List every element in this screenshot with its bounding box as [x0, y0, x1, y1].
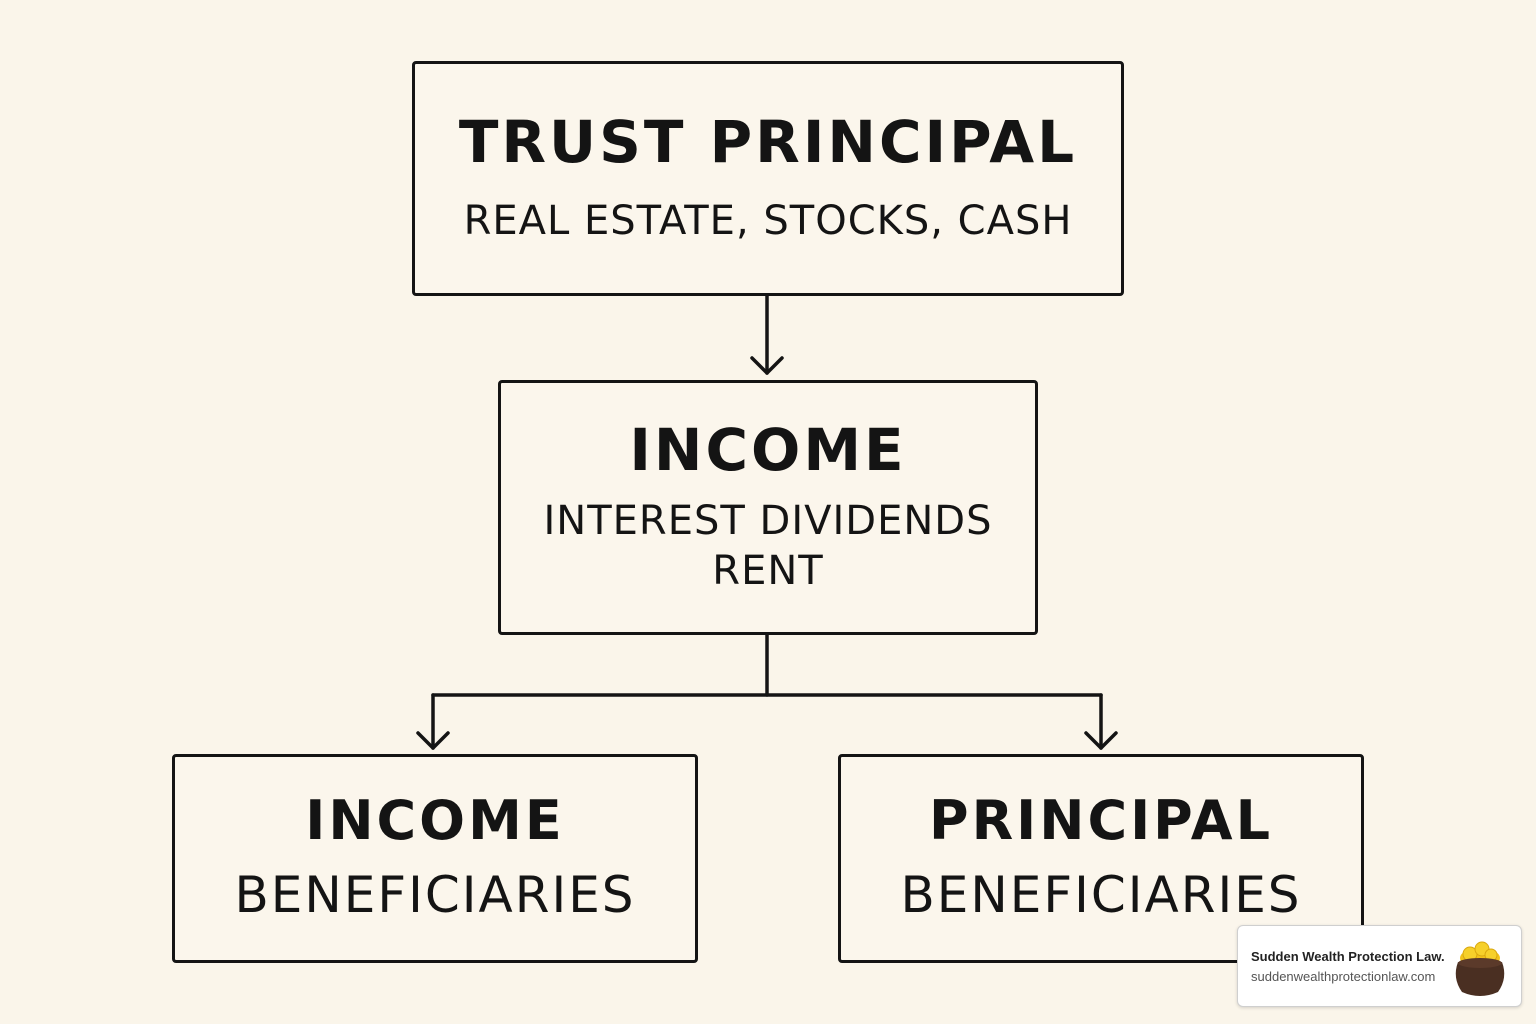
arrowhead-left: [416, 731, 450, 750]
arrowhead-income: [750, 356, 784, 375]
income-beneficiaries-title: INCOME: [305, 788, 565, 852]
watermark-name: Sudden Wealth Protection Law.: [1251, 949, 1445, 964]
income-beneficiaries-subtitle: BENEFICIARIES: [234, 865, 636, 924]
trust-principal-subtitle: REAL ESTATE, STOCKS, CASH: [463, 198, 1073, 245]
arrowhead-right: [1084, 731, 1118, 750]
trust-principal-box: TRUST PRINCIPAL REAL ESTATE, STOCKS, CAS…: [412, 61, 1124, 296]
pot-of-gold-icon: [1455, 941, 1505, 996]
principal-beneficiaries-box: PRINCIPAL BENEFICIARIES: [838, 754, 1364, 963]
watermark-badge[interactable]: Sudden Wealth Protection Law. suddenweal…: [1237, 925, 1522, 1007]
trust-principal-title: TRUST PRINCIPAL: [458, 107, 1078, 176]
income-box: INCOME INTEREST DIVIDENDS RENT: [498, 380, 1038, 635]
income-beneficiaries-box: INCOME BENEFICIARIES: [172, 754, 698, 963]
watermark-url[interactable]: suddenwealthprotectionlaw.com: [1251, 969, 1436, 984]
income-subtitle: INTEREST DIVIDENDS RENT: [543, 498, 993, 595]
principal-beneficiaries-subtitle: BENEFICIARIES: [900, 865, 1302, 924]
principal-beneficiaries-title: PRINCIPAL: [929, 788, 1273, 852]
income-title: INCOME: [629, 415, 907, 484]
